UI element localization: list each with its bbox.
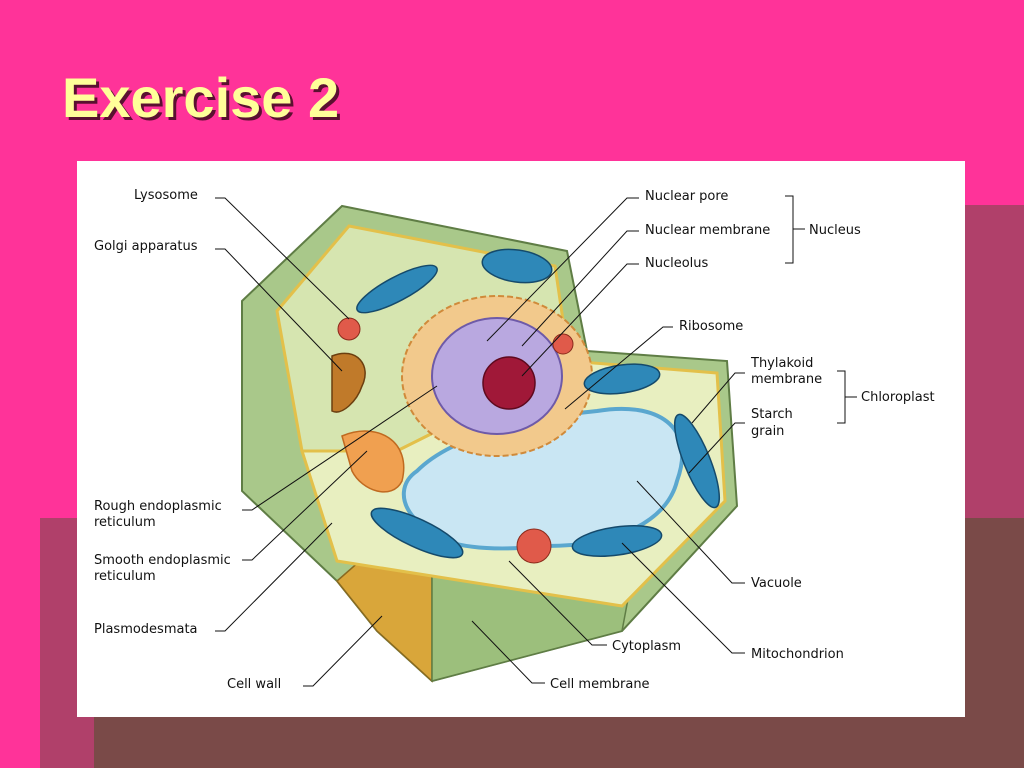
- label-cytoplasm: Cytoplasm: [612, 639, 681, 654]
- label-chloroplast-group: Chloroplast: [861, 390, 935, 405]
- decorative-band-right: [965, 205, 1024, 518]
- ribosome-cluster-shape: [552, 333, 574, 355]
- label-thylakoid-line2: membrane: [751, 372, 822, 387]
- label-thylakoid-line1: Thylakoid: [750, 356, 813, 371]
- label-plasmodesmata: Plasmodesmata: [94, 622, 198, 637]
- smooth-er-shape: [341, 430, 405, 493]
- label-starch-line2: grain: [751, 424, 784, 439]
- mitochondrion-shape-2: [583, 363, 661, 395]
- label-rough-er-line2: reticulum: [94, 515, 156, 530]
- label-nuclear-membrane: Nuclear membrane: [645, 223, 770, 238]
- golgi-shape: [331, 352, 366, 413]
- label-smooth-er-line1: Smooth endoplasmic: [94, 553, 231, 568]
- plant-cell-diagram: Lysosome Golgi apparatus Rough endoplasm…: [94, 188, 935, 692]
- lysosome-shape: [337, 317, 361, 341]
- mitochondrion-shape-3: [571, 525, 663, 557]
- lysosome-lower-shape: [516, 528, 552, 564]
- label-cell-membrane: Cell membrane: [550, 677, 650, 692]
- leader-lines: [215, 195, 857, 687]
- label-nuclear-pore: Nuclear pore: [645, 189, 728, 204]
- chloroplast-shape-3: [370, 507, 464, 559]
- label-smooth-er-line2: reticulum: [94, 569, 156, 584]
- label-vacuole: Vacuole: [751, 576, 802, 591]
- label-rough-er-line1: Rough endoplasmic: [94, 499, 222, 514]
- label-mitochondrion: Mitochondrion: [751, 647, 844, 662]
- label-ribosome: Ribosome: [679, 319, 743, 334]
- mitochondrion-shape-1: [481, 248, 553, 284]
- label-golgi-apparatus: Golgi apparatus: [94, 239, 198, 254]
- label-cell-wall: Cell wall: [227, 677, 281, 692]
- label-nucleus-group: Nucleus: [809, 223, 861, 238]
- chloroplast-shape-1: [356, 264, 438, 314]
- nucleolus-shape: [482, 356, 536, 410]
- label-lysosome: Lysosome: [134, 188, 198, 203]
- diagram-panel: Lysosome Golgi apparatus Rough endoplasm…: [77, 161, 965, 717]
- slide-title: Exercise 2: [62, 66, 340, 129]
- chloroplast-shape-2: [673, 413, 721, 509]
- label-nucleolus: Nucleolus: [645, 256, 709, 271]
- label-starch-line1: Starch: [751, 407, 793, 422]
